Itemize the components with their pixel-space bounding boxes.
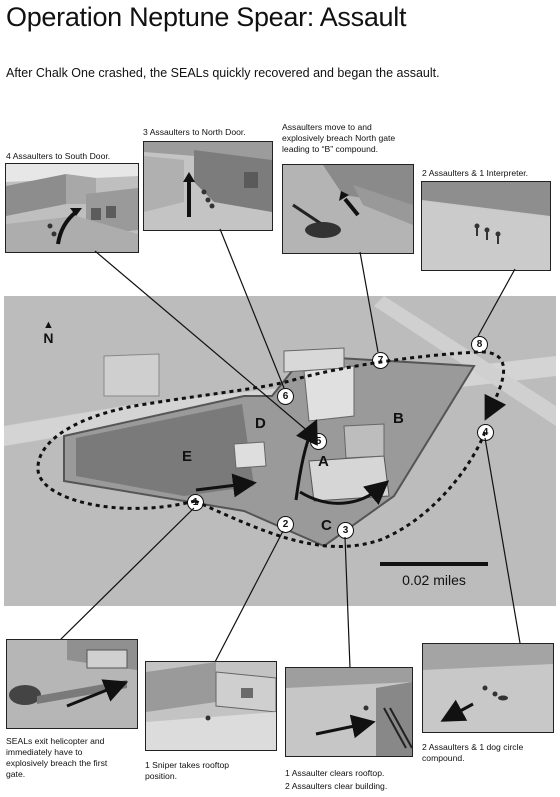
caption-north-gate: Assaulters move to and explosively breac… [282,122,396,154]
marker-8: 8 [471,336,488,353]
thumbnail-helicopter-exit [6,639,138,729]
zone-label-e: E [182,448,193,465]
caption-helicopter-exit: SEALs exit helicopter and immediately ha… [6,736,108,779]
zone-label-b: B [393,410,404,427]
caption-clear-building: 2 Assaulters clear building. [285,781,388,791]
thumbnail-south-door [5,163,139,253]
thumbnail-interpreter [421,181,551,271]
thumbnail-north-gate [282,164,414,254]
caption-south-door: 4 Assaulters to South Door. [6,151,111,161]
marker-4: 4 [477,424,494,441]
thumbnail-clear-building [285,667,413,757]
scale-line [380,562,488,566]
page-subtitle: After Chalk One crashed, the SEALs quick… [6,66,440,80]
north-label: N [43,330,54,346]
marker-5: 5 [310,433,327,450]
caption-sniper: 1 Sniper takes rooftop position. [145,760,230,781]
zone-label-d: D [255,415,266,432]
zone-label-c: C [321,517,332,534]
caption-north-door: 3 Assaulters to North Door. [143,127,246,137]
thumbnail-dog-circle [422,643,554,733]
page-title: Operation Neptune Spear: Assault [6,2,407,32]
north-arrow-icon: ▲ [43,319,54,331]
marker-3: 3 [337,522,354,539]
caption-interpreter: 2 Assaulters & 1 Interpreter. [422,168,529,178]
zone-label-a: A [318,453,329,470]
marker-7: 7 [372,352,389,369]
thumbnail-sniper-rooftop [145,661,277,751]
caption-clear-rooftop: 1 Assaulter clears rooftop. [285,768,385,778]
marker-2: 2 [277,516,294,533]
marker-6: 6 [277,388,294,405]
thumbnail-north-door [143,141,273,231]
north-indicator: ▲ N [43,319,54,347]
scale-bar: 0.02 miles [380,562,488,588]
marker-1: 1 [187,494,204,511]
scale-label: 0.02 miles [402,572,466,588]
caption-dog-circle: 2 Assaulters & 1 dog circle compound. [422,742,524,763]
